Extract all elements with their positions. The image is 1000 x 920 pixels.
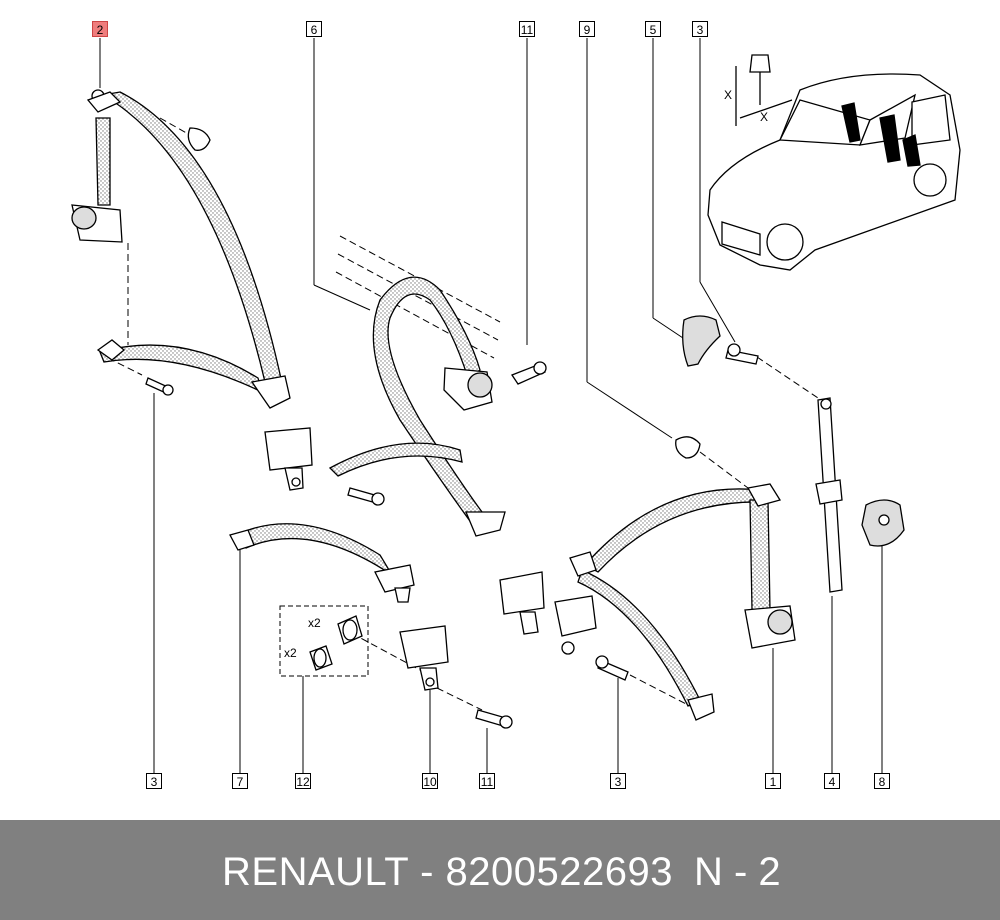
- callout-2-highlighted[interactable]: 2: [92, 21, 108, 37]
- buckles: [264, 427, 597, 691]
- rear-belt-center: [328, 276, 547, 537]
- cap-9: [675, 436, 701, 459]
- diagram-position: N - 2: [694, 850, 781, 894]
- callout-5[interactable]: 5: [645, 21, 661, 37]
- brand-part-number: RENAULT - 8200522693: [222, 850, 674, 894]
- callout-3-bottom-left[interactable]: 3: [146, 773, 162, 789]
- bolts: [475, 343, 759, 729]
- cover-8: [861, 499, 905, 547]
- callout-9[interactable]: 9: [579, 21, 595, 37]
- lap-belt: [229, 523, 415, 603]
- quantity-label-lower: x2: [284, 646, 297, 660]
- front-belt-right: [569, 483, 796, 721]
- callout-6[interactable]: 6: [306, 21, 322, 37]
- leader-lines: [99, 38, 883, 773]
- callout-7[interactable]: 7: [232, 773, 248, 789]
- callout-8[interactable]: 8: [874, 773, 890, 789]
- callout-11-bottom[interactable]: 11: [479, 773, 495, 789]
- callout-10[interactable]: 10: [422, 773, 438, 789]
- height-adjuster-rail: [815, 397, 843, 593]
- footer-bar: RENAULT - 8200522693 N - 2: [0, 820, 1000, 920]
- quantity-label-upper: x2: [308, 616, 321, 630]
- dimension-label-vertical: X: [724, 88, 733, 102]
- callout-11-top[interactable]: 11: [519, 21, 535, 37]
- callout-12[interactable]: 12: [295, 773, 311, 789]
- front-belt-left: [71, 89, 291, 409]
- dimension-label-horizontal: X: [760, 110, 769, 124]
- callout-3-bottom-mid[interactable]: 3: [610, 773, 626, 789]
- trim-cover-5: [682, 315, 721, 367]
- callout-3-top[interactable]: 3: [692, 21, 708, 37]
- vehicle-sketch: [707, 54, 961, 271]
- bolt-kit-group: [279, 605, 369, 677]
- callout-1[interactable]: 1: [765, 773, 781, 789]
- callout-4[interactable]: 4: [824, 773, 840, 789]
- seat-belt-exploded-diagram: [71, 38, 961, 773]
